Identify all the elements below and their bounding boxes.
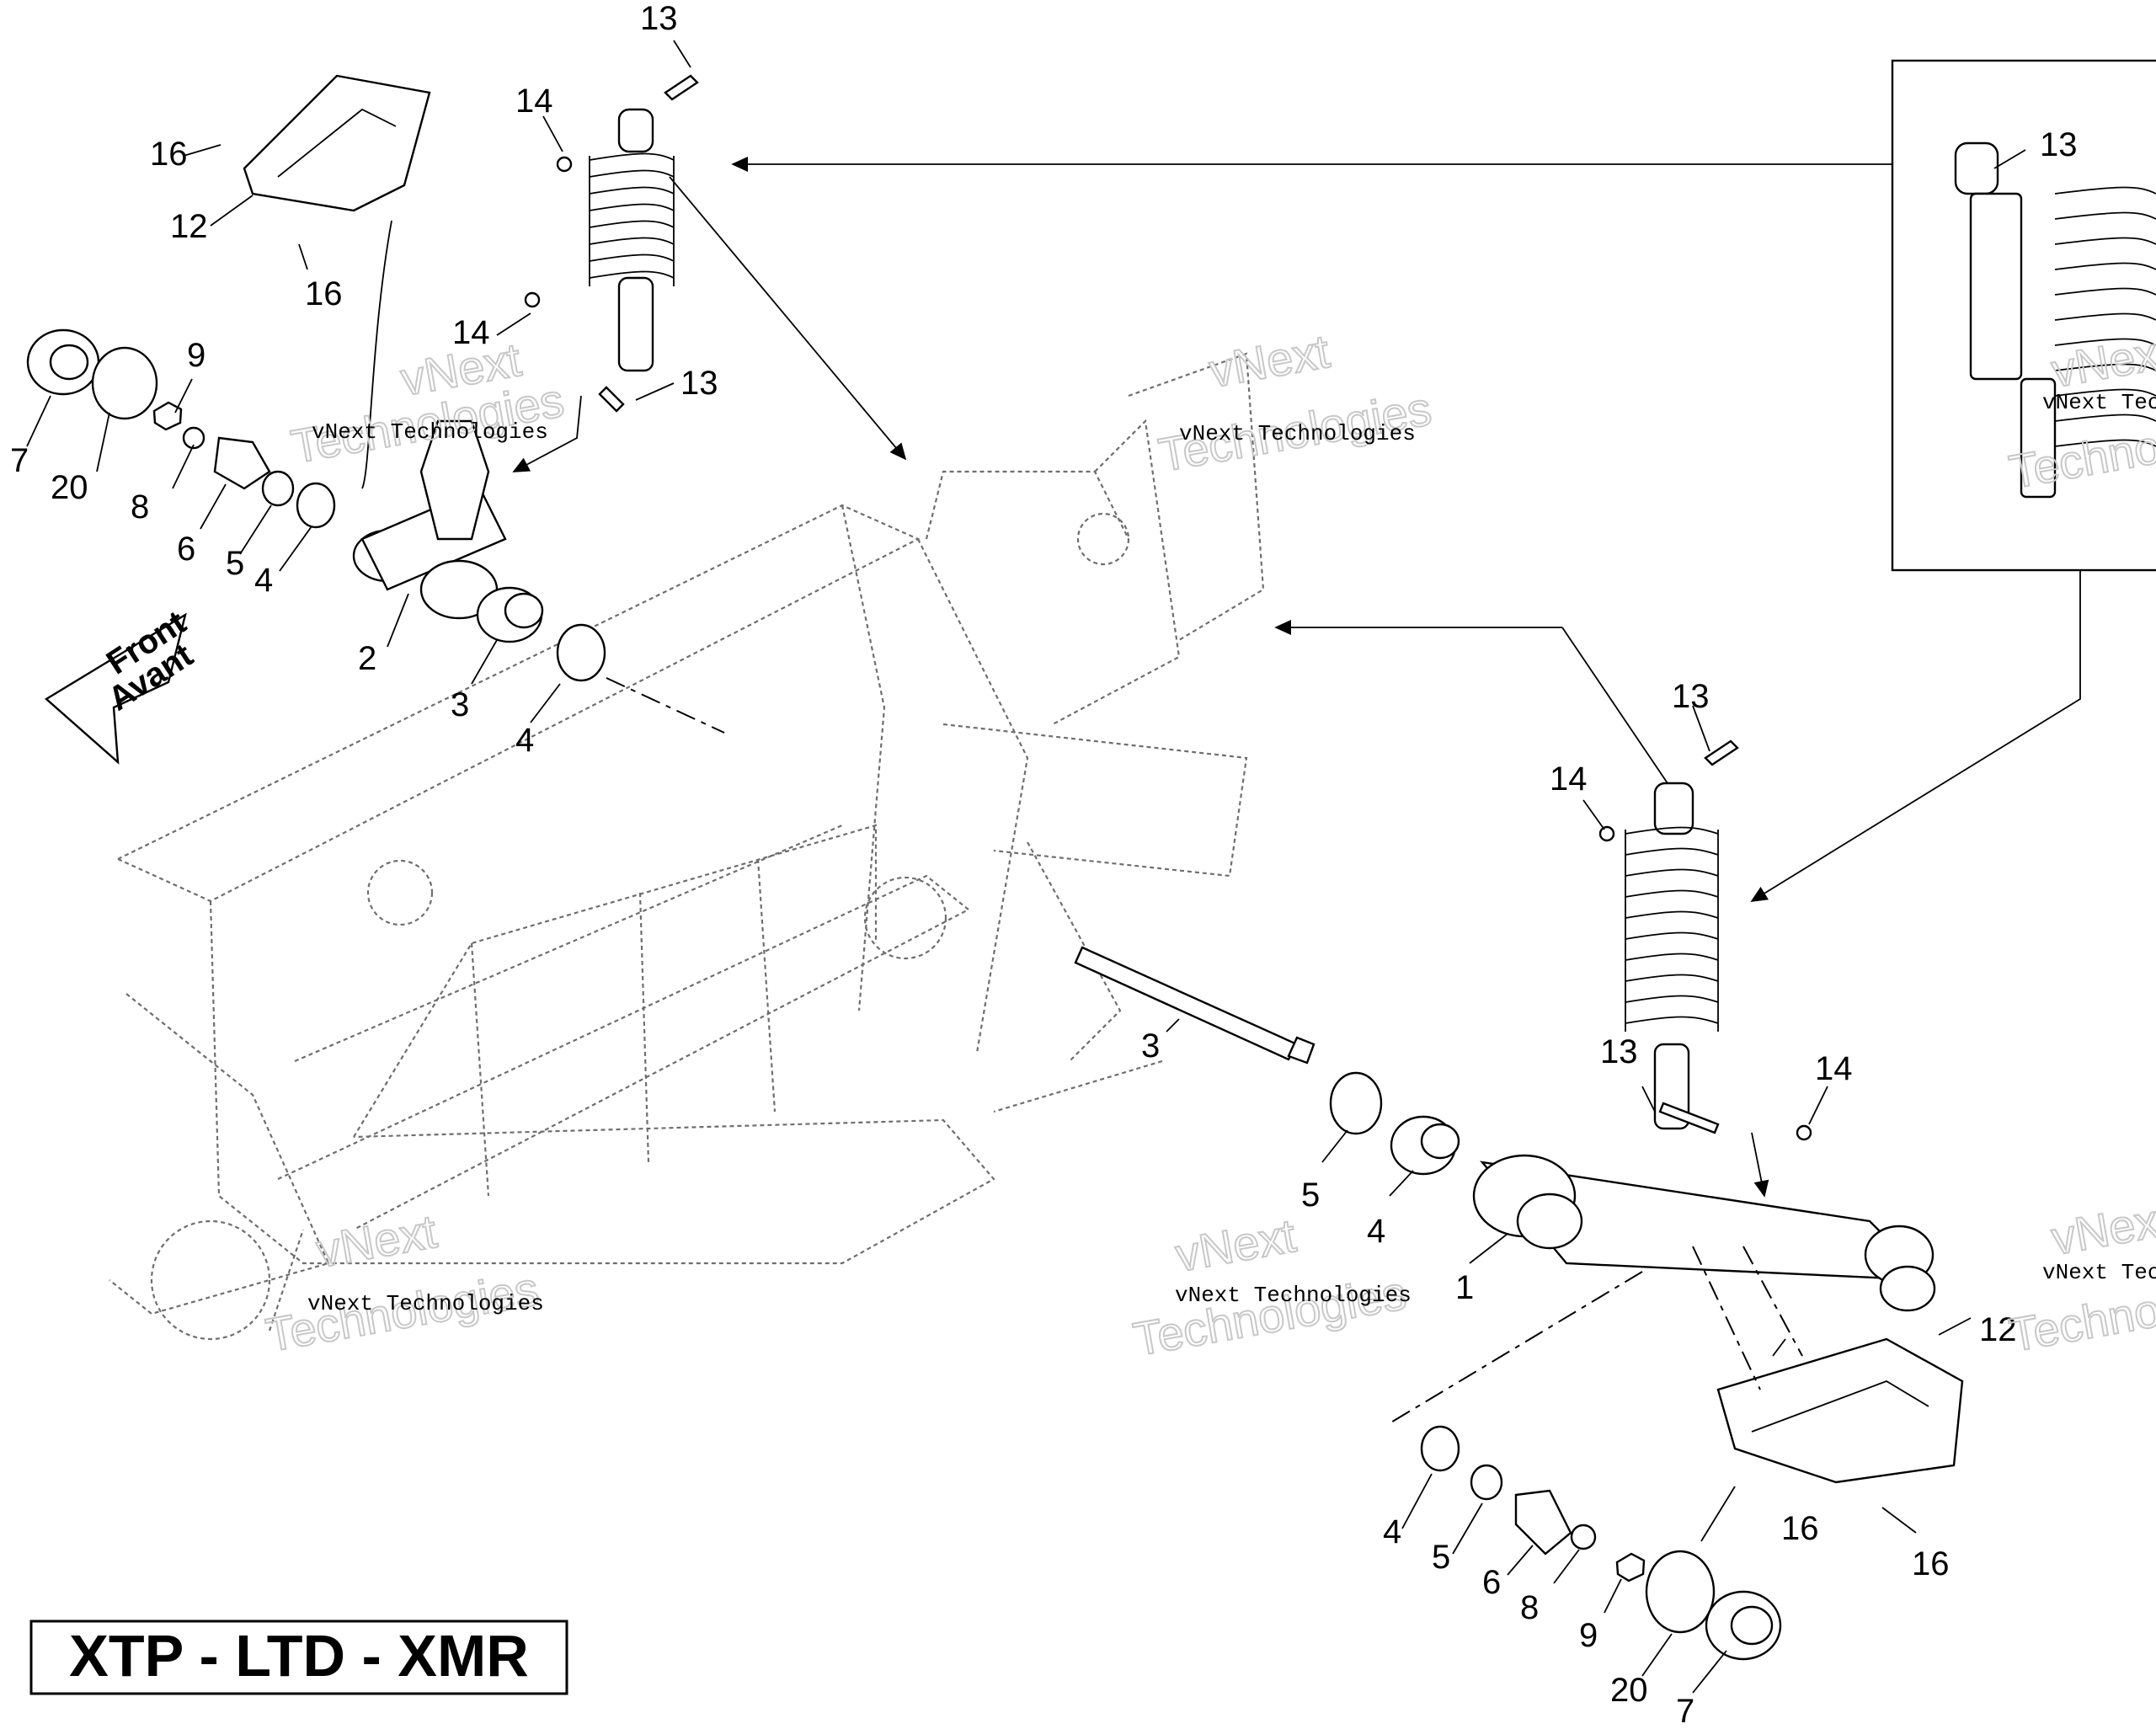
skid-plate-13 (243, 74, 431, 212)
part-8-ring-left (261, 470, 295, 507)
callout-12: 12 (1979, 1311, 2017, 1348)
part-4-bearing-right (1390, 1115, 1460, 1176)
fasteners (524, 74, 1812, 1141)
swing-arm (1472, 1154, 1936, 1312)
callout-leaders (26, 40, 2026, 1694)
callout-17: 14 (452, 314, 490, 351)
part-11-nut-right (1615, 1552, 1646, 1582)
callout-10: 8 (131, 488, 149, 526)
part-20-oring-right (1645, 1550, 1716, 1634)
part-8-ring-right (1470, 1464, 1503, 1501)
callout-10: 8 (1520, 1589, 1539, 1626)
callout-16: 13 (1672, 678, 1710, 715)
watermark-brand: vNext (1205, 324, 1333, 398)
part-9-housing-right (1514, 1489, 1572, 1556)
callout-8: 5 (1432, 1539, 1450, 1576)
callout-9: 6 (177, 531, 195, 568)
part-5-circlip (556, 623, 606, 682)
callout-17: 14 (1815, 1050, 1853, 1087)
part-6-seal-left (296, 482, 336, 529)
part-9-housing-left (213, 436, 271, 490)
callout-16: 13 (640, 0, 678, 37)
watermark-brand: vNext (1171, 1209, 1299, 1282)
callout-20: 20 (51, 469, 88, 506)
callout-11: 9 (187, 337, 205, 374)
callout-11: 9 (1579, 1617, 1598, 1654)
part-5-circlip-right (1329, 1071, 1383, 1135)
part-4-bearing (476, 586, 544, 643)
watermark-company: vNext Technologies (307, 1291, 544, 1316)
model-label-box: XTP - LTD - XMR (29, 1620, 568, 1695)
watermark-word: Technologies (1129, 1266, 1410, 1366)
callout-18: 16 (1781, 1510, 1819, 1547)
shock-absorber-right (1625, 782, 1719, 1130)
front-direction-badge: Front Avant (44, 604, 200, 765)
callout-16: 13 (1600, 1033, 1638, 1070)
bracket-left (419, 419, 490, 541)
callout-17: 14 (515, 83, 553, 120)
callout-8: 5 (226, 545, 244, 582)
part-20-oring-left (91, 346, 158, 420)
callout-14: 13 (2040, 126, 2078, 163)
watermark-company: vNext Technologies (312, 419, 548, 445)
callout-2: 2 (358, 640, 376, 677)
callout-4: 4 (1367, 1213, 1385, 1250)
part-7-cap-left (26, 328, 100, 396)
callout-numbers: 13 14 16 12 16 14 13 9 7 20 8 6 5 4 2 3 … (10, 0, 2078, 1729)
part-10-washer-right (1570, 1524, 1597, 1550)
part-11-nut-left (152, 401, 183, 431)
callout-6: 4 (254, 562, 273, 599)
watermark-brand: vNext (2047, 1192, 2156, 1265)
callout-13: 12 (170, 208, 208, 245)
watermark-company: vNext Technologies (1175, 1283, 1412, 1308)
inset-box (1891, 59, 2156, 572)
arrows (361, 157, 2081, 1424)
callout-3: 3 (1141, 1027, 1160, 1065)
part-6-seal-right (1420, 1425, 1460, 1472)
callout-16: 13 (680, 365, 718, 402)
callout-4: 3 (451, 686, 469, 723)
part-10-washer-left (182, 426, 205, 450)
callout-9: 6 (1482, 1564, 1501, 1601)
shock-absorber-left (589, 108, 675, 372)
callout-5: 5 (1301, 1177, 1320, 1214)
part-7-cap-right (1705, 1590, 1782, 1661)
callout-7: 7 (1676, 1693, 1694, 1725)
watermark-company: vNext Technologies (2042, 390, 2156, 415)
callout-18: 16 (1912, 1545, 1950, 1582)
watermark-company: vNext Technologies (1179, 421, 1416, 446)
watermarks: vNext Technologies vNext Technologies vN… (261, 323, 2156, 1367)
callout-7: 7 (10, 442, 29, 479)
callout-18: 16 (150, 136, 188, 173)
chassis-frame (109, 352, 1265, 1341)
shaft (1074, 946, 1315, 1065)
callout-5: 4 (515, 722, 534, 759)
skid-plate-12 (1716, 1337, 1964, 1484)
callout-6: 4 (1383, 1513, 1401, 1550)
callout-17: 14 (1550, 760, 1588, 798)
callout-1: 1 (1455, 1269, 1474, 1306)
model-label: XTP - LTD - XMR (69, 1623, 529, 1689)
watermark-company: vNext Technologies (2042, 1260, 2156, 1285)
callout-20: 20 (1610, 1672, 1648, 1709)
watermark-brand: vNext (312, 1204, 440, 1278)
callout-18: 16 (305, 275, 343, 312)
